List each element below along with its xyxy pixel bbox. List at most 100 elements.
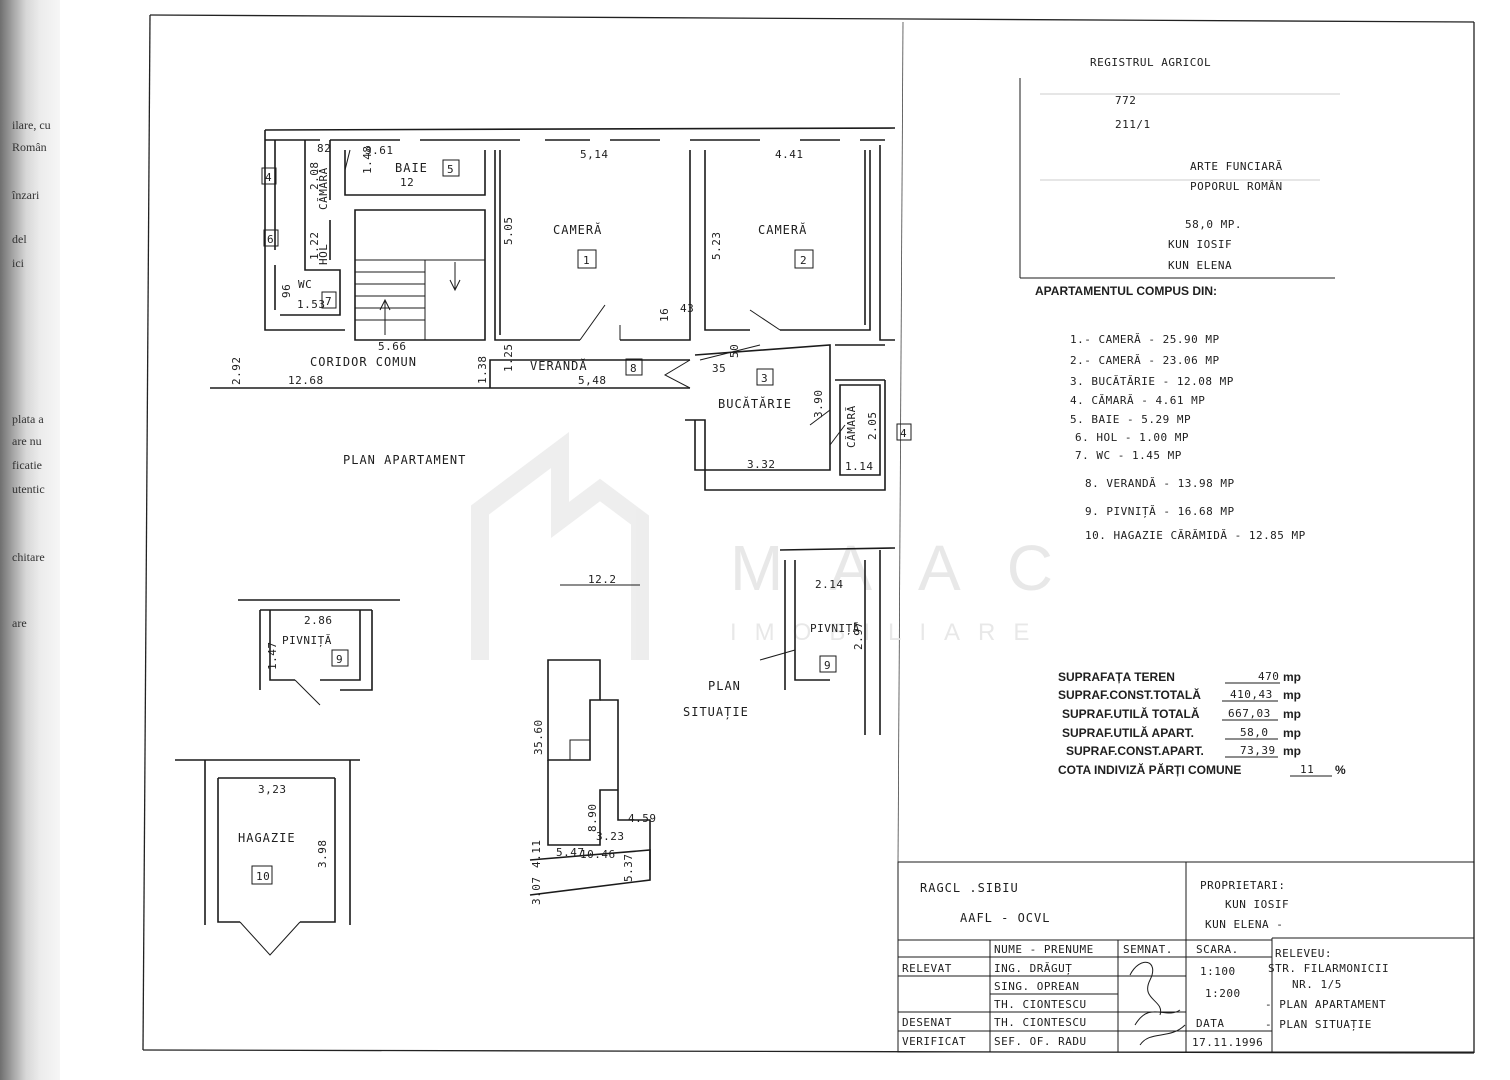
apartment-plan: CAMERĂ 1 CAMERĂ 2 BAIE 5 BUCĂTĂRIE 3 CĂM… bbox=[210, 127, 912, 491]
surfaces-table: SUPRAFAȚA TEREN 470 mp SUPRAF.CONST.TOTA… bbox=[1058, 670, 1346, 777]
registration-stamp: REGISTRUL AGRICOL 772 211/1 ARTE FUNCIAR… bbox=[1019, 56, 1340, 279]
dimension-label: 2.86 bbox=[304, 614, 333, 627]
surface-value: 667,03 bbox=[1228, 707, 1271, 720]
col-scale: SCARA. bbox=[1196, 943, 1239, 956]
person-5: SEF. OF. RADU bbox=[994, 1035, 1087, 1048]
dimension-label: 2.05 bbox=[866, 412, 879, 441]
scale-2: 1:200 bbox=[1205, 987, 1241, 1000]
dimension-label: 5.05 bbox=[502, 217, 515, 246]
room-number: 6 bbox=[267, 233, 274, 246]
room-number: 8 bbox=[630, 362, 637, 375]
dimension-label: 5.66 bbox=[378, 340, 407, 353]
scale-1: 1:100 bbox=[1200, 965, 1236, 978]
stamp-owner1: KUN IOSIF bbox=[1168, 238, 1232, 251]
title-block: RAGCL .SIBIU AAFL - OCVL PROPRIETARI: KU… bbox=[897, 861, 1475, 1053]
dimension-label: 3.23 bbox=[596, 830, 625, 843]
composition-item: 6. HOL - 1.00 MP bbox=[1075, 431, 1189, 444]
stamp-line: REGISTRUL AGRICOL bbox=[1090, 56, 1211, 69]
dimension-label: 3.32 bbox=[747, 458, 776, 471]
scan-fragment: Român bbox=[12, 140, 47, 154]
dimension-label: 5.37 bbox=[622, 854, 635, 883]
dimension-label: 4.11 bbox=[530, 840, 543, 869]
stamp-suprafata: 58,0 MP. bbox=[1185, 218, 1242, 231]
stamp-carte: ARTE FUNCIARĂ bbox=[1190, 160, 1283, 173]
plan-title: PLAN APARTAMENT bbox=[343, 453, 466, 467]
org-name-1: RAGCL .SIBIU bbox=[920, 881, 1019, 895]
dimension-label: 5,48 bbox=[578, 374, 607, 387]
dimension-label: 96 bbox=[280, 284, 293, 298]
composition-item: 7. WC - 1.45 MP bbox=[1075, 449, 1182, 462]
role-verificat: VERIFICAT bbox=[902, 1035, 966, 1048]
room-number: 5 bbox=[447, 163, 454, 176]
stamp-nr: 772 bbox=[1115, 94, 1136, 107]
dimension-label: 1.14 bbox=[845, 460, 874, 473]
dimension-label: 5.23 bbox=[710, 232, 723, 261]
dimension-label: 2.14 bbox=[815, 578, 844, 591]
scan-fragment: înzari bbox=[12, 188, 40, 202]
scan-fragment: chitare bbox=[12, 550, 45, 564]
plan-hagazie: 3,23 HAGAZIE 10 3.98 bbox=[175, 759, 360, 956]
room-label-bucatarie: BUCĂTĂRIE bbox=[718, 396, 792, 411]
composition-item: 10. HAGAZIE CĂRĂMIDĂ - 12.85 MP bbox=[1085, 529, 1306, 542]
dimension-label: 1.22 bbox=[308, 232, 321, 261]
composition-heading: APARTAMENTUL COMPUS DIN: bbox=[1035, 284, 1217, 298]
room-label-pivnita-b: PIVNIȚĂ bbox=[810, 622, 860, 635]
dimension-label: 8.90 bbox=[586, 804, 599, 833]
surface-unit: mp bbox=[1283, 726, 1301, 740]
room-number: 2 bbox=[800, 254, 807, 267]
room-label-hagazie: HAGAZIE bbox=[238, 831, 296, 845]
person-3: TH. CIONTESCU bbox=[994, 998, 1087, 1011]
owners-label: PROPRIETARI: bbox=[1200, 879, 1285, 892]
dimension-label: 1.38 bbox=[476, 356, 489, 385]
room-number: 7 bbox=[325, 295, 332, 308]
composition-item: 5. BAIE - 5.29 MP bbox=[1070, 413, 1191, 426]
address-1: STR. FILARMONICII bbox=[1268, 962, 1389, 975]
surface-value: 73,39 bbox=[1240, 744, 1276, 757]
dimension-label: 1.25 bbox=[502, 344, 515, 373]
situation-title-1: PLAN bbox=[708, 679, 741, 693]
plan-situatie: 12.2 35.60 8.90 10.46 5.47 4.11 3.07 5.3… bbox=[529, 547, 896, 906]
dimension-label: 2.92 bbox=[230, 357, 243, 386]
room-label-wc: WC bbox=[298, 278, 312, 291]
room-label-hol: HOL bbox=[317, 244, 330, 265]
releveu-label: RELEVEU: bbox=[1275, 947, 1332, 960]
date-value: 17.11.1996 bbox=[1192, 1036, 1263, 1049]
dimension-label: 2.08 bbox=[308, 162, 321, 191]
dimension-label: 1.47 bbox=[266, 642, 279, 671]
watermark-sub: IMOBILIARE bbox=[730, 619, 1047, 646]
dimension-label: 1.48 bbox=[361, 146, 374, 175]
stamp-roman: POPORUL ROMÂN bbox=[1190, 180, 1283, 193]
dimension-label: 3.61 bbox=[365, 144, 394, 157]
scan-fragment: del bbox=[12, 232, 27, 246]
title-item-2: - PLAN SITUAȚIE bbox=[1265, 1018, 1372, 1031]
composition-list: APARTAMENTUL COMPUS DIN: 1.- CAMERĂ - 25… bbox=[1035, 284, 1306, 542]
room-number: 4 bbox=[900, 427, 907, 440]
dimension-label: 82 bbox=[317, 142, 331, 155]
scan-fragment: ilare, cu bbox=[12, 118, 51, 132]
dimension-label: 3,23 bbox=[258, 783, 287, 796]
scan-fragment: ficatie bbox=[12, 458, 42, 472]
surface-label: SUPRAF.UTILĂ APART. bbox=[1062, 725, 1194, 740]
dimension-label: 3.90 bbox=[812, 390, 825, 419]
surface-value: 410,43 bbox=[1230, 688, 1273, 701]
room-number: 9 bbox=[824, 659, 831, 672]
room-number: 10 bbox=[256, 870, 270, 883]
org-name-2: AAFL - OCVL bbox=[960, 911, 1050, 925]
watermark-logo: MAAC IMOBILIARE bbox=[471, 432, 1053, 660]
dimension-label: 10.46 bbox=[580, 848, 616, 861]
situation-title-2: SITUAȚIE bbox=[683, 705, 749, 720]
surface-label: SUPRAF.CONST.TOTALĂ bbox=[1058, 687, 1201, 702]
dimension-label: 3.07 bbox=[530, 877, 543, 906]
stamp-date: 211/1 bbox=[1115, 118, 1151, 131]
dimension-label: 5.47 bbox=[556, 846, 585, 859]
dimension-label: 1.53 bbox=[297, 298, 326, 311]
scan-fragment: plata a bbox=[12, 412, 44, 426]
dimension-label: 4.41 bbox=[775, 148, 804, 161]
room-label-camara: CĂMARĂ bbox=[845, 405, 858, 448]
surface-unit: mp bbox=[1283, 688, 1301, 702]
surface-value: 470 bbox=[1258, 670, 1279, 683]
surface-value: 11 bbox=[1300, 763, 1314, 776]
composition-item: 2.- CAMERĂ - 23.06 MP bbox=[1070, 354, 1220, 367]
surface-label: SUPRAF.CONST.APART. bbox=[1066, 744, 1204, 758]
